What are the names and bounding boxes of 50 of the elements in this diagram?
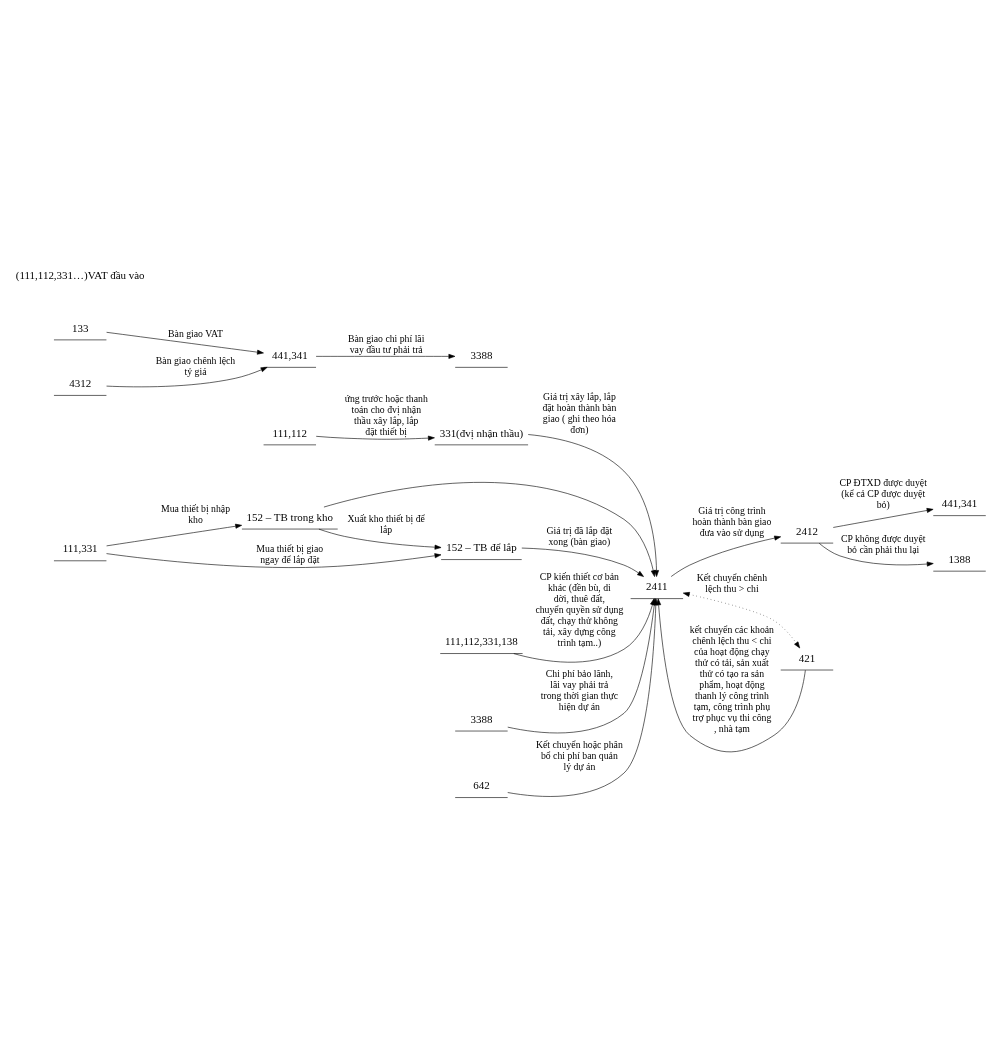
node-text: 2412 — [796, 524, 818, 537]
arrow — [818, 542, 934, 566]
node-text: 133 — [71, 321, 89, 334]
edge-label: Mua thiết bị nhập kho — [160, 502, 231, 525]
node-text: 3388 — [470, 348, 493, 361]
edge-label: kết chuyển các khoản chênh lệch thu < chi của hoạt động chạy thử có tải, sản xuất thử có tạo ra sản phẩm, hoạt động thanh lý công trình tạm, công trình phụ trợ phục vụ thi công , nhà tạm — [689, 623, 775, 734]
label: (111,112,331…)VAT đầu vào — [15, 268, 145, 281]
node-text: 331(đvị nhận thầu) — [439, 426, 524, 439]
node-text: 421 — [798, 651, 816, 664]
edge-label: Chi phí bảo lãnh, lãi vay phải trả trong thời gian thực hiện dự án — [540, 667, 619, 712]
edge-label: CP ĐTXD được duyệt (kể cả CP được duyệt bỏ) — [839, 476, 927, 510]
arrow — [670, 535, 781, 577]
arrow — [318, 528, 442, 550]
edge-label: CP kiến thiết cơ bản khác (đền bù, di dời, thuê đất, chuyển quyền sử dụng đất, chạy thử không tải, xây dựng công trình tạm..) — [535, 570, 624, 648]
edge-label: Kết chuyển chênh lệch thu > chi — [696, 571, 768, 594]
arrow — [315, 435, 435, 441]
node-text: 4312 — [69, 376, 92, 389]
edge-label: Bàn giao chênh lệch tỷ giá — [155, 354, 236, 377]
edge-label: Giá trị công trình hoàn thành bàn giao đưa vào sử dụng — [692, 504, 772, 538]
node-text: 441,341 — [941, 496, 978, 509]
node-text: 441,341 — [271, 348, 308, 361]
edge-label: Giá trị xây lắp, lắp đặt hoàn thành bàn giao ( ghi theo hóa đơn) — [542, 390, 617, 435]
arrow — [315, 353, 456, 359]
arrow — [521, 547, 644, 577]
edge-label: Giá trị đã lắp đặt xong (bàn giao) — [546, 524, 613, 547]
arrow — [682, 591, 801, 648]
edge-label: CP không được duyệt bỏ cần phải thu lại — [840, 532, 926, 555]
node-text: 152 – TB để lắp — [446, 540, 517, 553]
arrow — [527, 433, 659, 577]
node-text: 111,112,331,138 — [445, 634, 518, 647]
arrow — [832, 507, 934, 528]
edge-label: Kết chuyển hoặc phân bổ chi phí ban quản lý dự án — [535, 738, 623, 772]
node-text: 2411 — [646, 579, 668, 592]
node-text: 111,331 — [62, 541, 98, 554]
node-text: 642 — [473, 778, 490, 791]
arrow — [106, 523, 242, 546]
node-text: 3388 — [470, 712, 493, 725]
arrow — [323, 481, 656, 577]
node-text: 111,112 — [272, 426, 308, 439]
edge-label: Bàn giao VAT — [168, 327, 223, 339]
edge-label: ứng trước hoặc thanh toán cho đvị nhận thầu xây lắp, lắp đặt thiết bị — [344, 392, 428, 437]
edge-label: Bàn giao chi phí lãi vay đầu tư phải trả — [348, 332, 425, 355]
edge-label: Mua thiết bị giao ngay để lắp đặt — [256, 542, 324, 565]
node-text: 1388 — [948, 552, 971, 565]
arrow — [106, 552, 442, 568]
arrow — [106, 366, 268, 387]
node-text: 152 – TB trong kho — [246, 510, 333, 523]
edge-label: Xuất kho thiết bị để lắp — [347, 512, 425, 535]
arrow — [106, 331, 264, 355]
arrow — [656, 597, 806, 752]
